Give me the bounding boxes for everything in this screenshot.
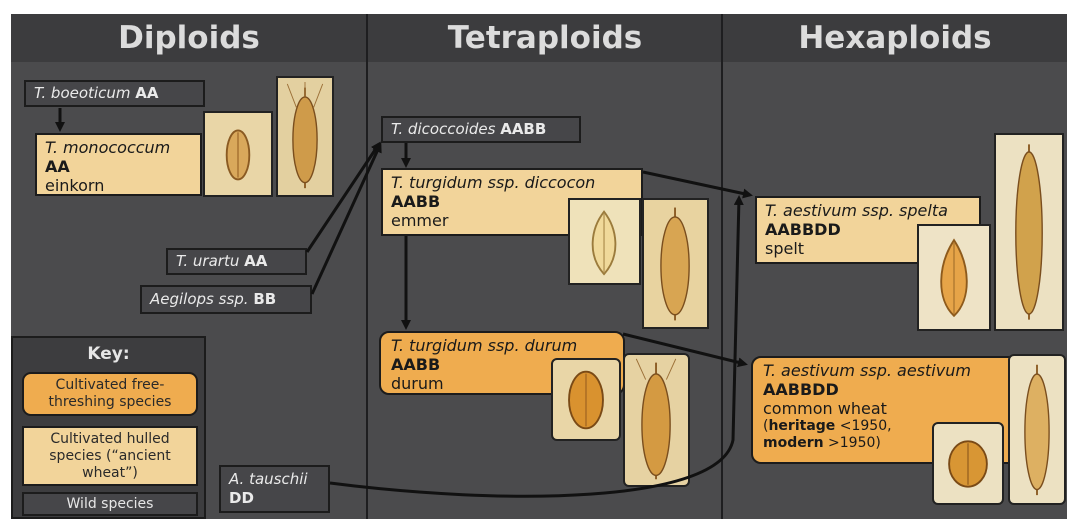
legend-wild: Wild species [22, 492, 198, 516]
tetraploids-heading: Tetraploids [368, 14, 722, 62]
genome-label: BB [253, 290, 276, 309]
genome-label: AA [45, 157, 70, 176]
genome-label: DD [229, 489, 254, 508]
species-name: T. aestivum ssp. aestivum [763, 361, 971, 380]
durum-ear-image [623, 353, 690, 487]
common-name: common wheat [763, 399, 1027, 418]
species-name: Aegilops ssp. [150, 290, 249, 309]
spelt-ear-image [994, 133, 1064, 331]
hexaploids-heading: Hexaploids [723, 14, 1067, 62]
genome-label: AABBDD [765, 220, 841, 239]
emmer-ear-image [642, 198, 709, 329]
species-monococcum: T. monococcum AA einkorn [35, 133, 202, 196]
hexaploids-heading-text: Hexaploids [798, 20, 991, 56]
species-urartu: T. urartu AA [166, 248, 307, 275]
genome-label: AABB [391, 192, 440, 211]
heritage-label: heritage [768, 418, 835, 434]
legend-hulled: Cultivated hulled species (“ancient whea… [22, 426, 198, 486]
einkorn-grain-image [203, 111, 273, 197]
genome-label: AABB [391, 355, 440, 374]
species-name: T. urartu [176, 252, 239, 271]
species-boeoticum: T. boeoticum AA [24, 80, 205, 107]
genome-label: AABBDD [763, 380, 839, 399]
genome-label: AA [244, 252, 267, 271]
heritage-value: <1950, [840, 418, 892, 434]
legend-free-threshing: Cultivated free-threshing species [22, 372, 198, 416]
species-name: A. tauschii [229, 470, 308, 489]
common-wheat-grain-image [932, 422, 1004, 505]
durum-grain-image [551, 358, 621, 441]
genome-label: AA [135, 84, 158, 103]
common-name: einkorn [45, 176, 192, 195]
modern-label: modern [763, 435, 824, 451]
species-name: T. boeoticum [34, 84, 130, 103]
legend-hulled-label: Cultivated hulled species (“ancient whea… [24, 431, 196, 482]
legend-free-threshing-label: Cultivated free-threshing species [24, 377, 196, 411]
species-name: T. turgidum ssp. durum [391, 336, 577, 355]
column-divider [366, 14, 368, 519]
genome-label: AABB [500, 120, 546, 139]
species-aegilops: Aegilops ssp. BB [140, 285, 312, 314]
species-name: T. monococcum [45, 138, 170, 157]
tetraploids-heading-text: Tetraploids [448, 20, 642, 56]
legend-title: Key: [13, 344, 204, 364]
modern-value: >1950) [828, 435, 881, 451]
emmer-grain-image [568, 198, 641, 285]
legend-key: Key: Cultivated free-threshing species C… [11, 336, 206, 519]
species-name: T. aestivum ssp. spelta [765, 201, 948, 220]
legend-wild-label: Wild species [67, 496, 154, 513]
einkorn-ear-image [276, 76, 334, 197]
species-tauschii: A. tauschii DD [219, 465, 330, 513]
column-divider [721, 14, 723, 519]
diploids-heading-text: Diploids [118, 20, 260, 56]
species-dicoccoides: T. dicoccoides AABB [381, 116, 581, 143]
species-name: T. turgidum ssp. diccocon [391, 173, 595, 192]
diploids-heading: Diploids [11, 14, 367, 62]
species-name: T. dicoccoides [391, 120, 495, 139]
spelt-grain-image [917, 224, 991, 331]
common-wheat-ear-image [1008, 354, 1066, 505]
